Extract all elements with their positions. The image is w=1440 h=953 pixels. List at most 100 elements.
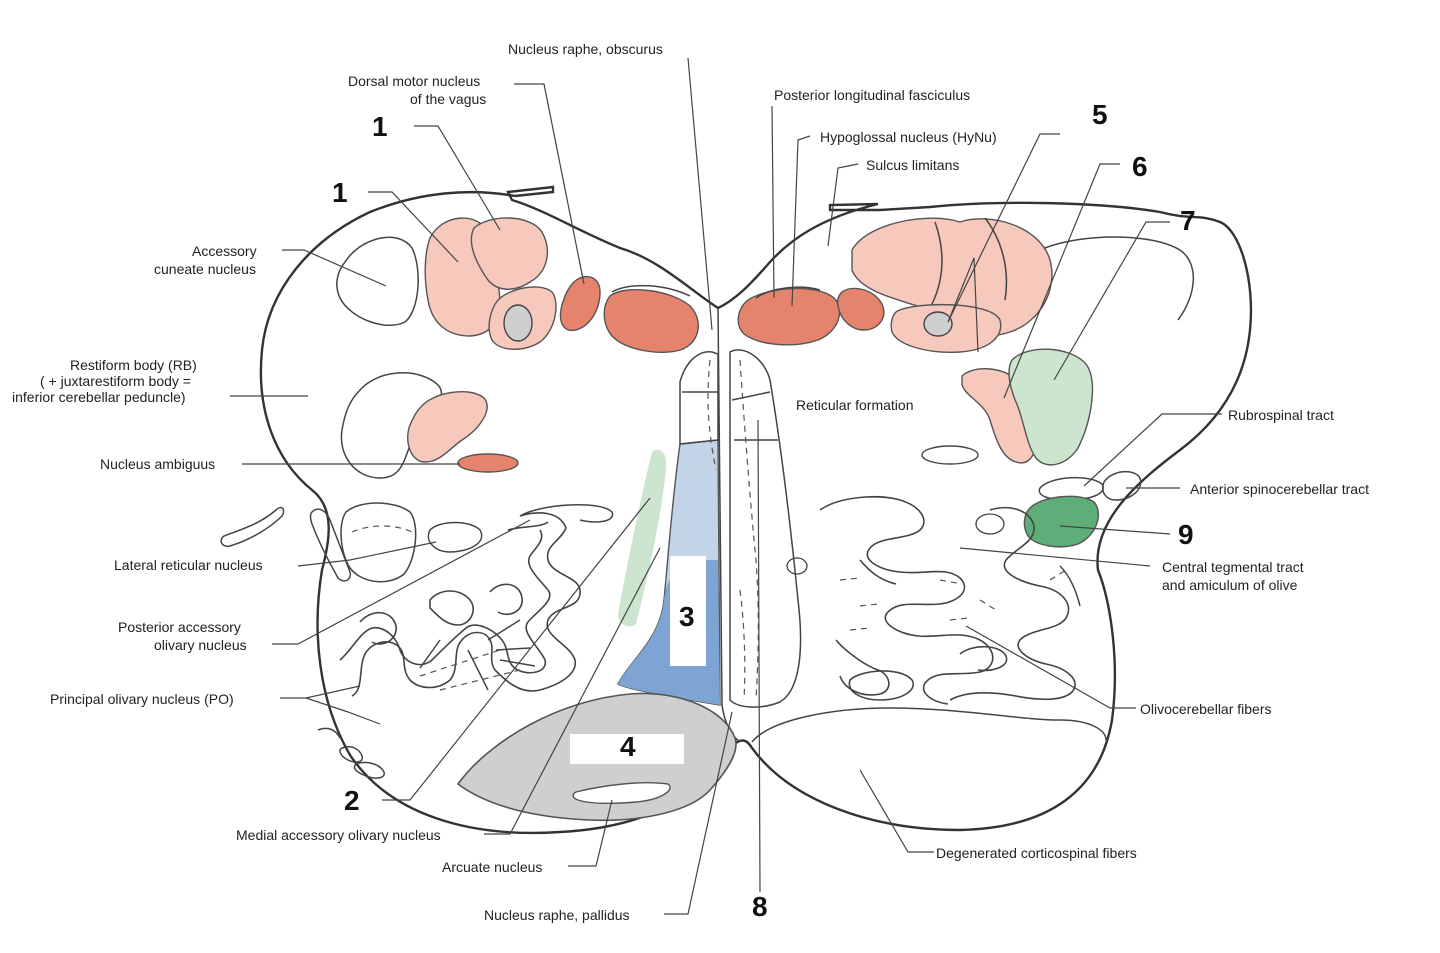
label-reticular-formation: Reticular formation	[796, 397, 914, 413]
solitary-tract-left	[503, 304, 533, 342]
medial-lemniscus-right	[729, 349, 802, 708]
posterior-longitudinal-fasciculus-left	[611, 284, 691, 297]
leader-dorsal-motor	[514, 83, 585, 285]
left-external-fibre-4	[353, 761, 385, 779]
restiform-body-right	[1044, 236, 1194, 321]
principal-olivary-nucleus-left-loop-2	[359, 611, 397, 645]
leader-arcuate	[568, 799, 613, 867]
label-accessory-cuneate-2: cuneate nucleus	[154, 261, 256, 277]
leader-1b	[368, 191, 459, 263]
right-olive-loop-2	[959, 645, 1008, 672]
marker-9: 9	[1178, 519, 1194, 550]
label-degenerated-corticospinal: Degenerated corticospinal fibers	[936, 845, 1137, 861]
principal-olivary-nucleus-right-2	[949, 506, 1076, 701]
left-external-fibre-2	[317, 727, 341, 739]
cuneate-nucleus-right-division-2	[984, 217, 1008, 301]
right-small-oval	[975, 513, 1005, 535]
label-anterior-spinocerebellar: Anterior spinocerebellar tract	[1190, 481, 1369, 497]
olivary-nucleus-left-upper	[507, 521, 549, 531]
spinal-trigeminal-nucleus	[407, 391, 488, 463]
label-nucleus-ambiguus: Nucleus ambiguus	[100, 456, 215, 472]
label-arcuate: Arcuate nucleus	[442, 859, 542, 875]
nucleus-ambiguus	[457, 453, 519, 473]
label-olivocerebellar: Olivocerebellar fibers	[1140, 701, 1272, 717]
left-small-tract	[309, 508, 352, 582]
leader-1a	[414, 125, 501, 231]
left-external-fibre-3	[339, 745, 364, 763]
right-amiculum-line	[1059, 565, 1081, 607]
left-external-fibre-1	[220, 506, 285, 548]
label-posterior-accessory-2: olivary nucleus	[154, 637, 247, 653]
leader-principal-olivary-1	[280, 685, 361, 699]
olivocerebellar-fibres-left	[419, 649, 521, 691]
leader-6	[1003, 163, 1120, 399]
arcuate-nucleus-left	[572, 782, 671, 805]
anterior-spinocerebellar-dark-green	[1023, 495, 1099, 548]
posterior-longitudinal-fasciculus-right	[755, 286, 821, 299]
leader-principal-olivary-2	[305, 697, 381, 725]
label-medial-accessory: Medial accessory olivary nucleus	[236, 827, 441, 843]
leader-5	[947, 133, 1060, 323]
rubrospinal-tract	[1038, 476, 1104, 501]
lateral-reticular-nucleus	[427, 521, 483, 553]
pyramid-right	[751, 707, 1107, 743]
leader-medial-accessory	[484, 547, 661, 835]
marker-1b: 1	[332, 177, 348, 208]
leader-central-tegmental	[959, 547, 1151, 567]
leader-rubrospinal	[1083, 413, 1222, 487]
leader-sulcus-limitans	[827, 163, 859, 247]
marker-5: 5	[1092, 99, 1108, 130]
tectospinal-column-left-dash	[707, 359, 717, 471]
posterior-accessory-olivary-left	[519, 504, 614, 523]
leader-2	[382, 497, 651, 801]
label-lateral-reticular: Lateral reticular nucleus	[114, 557, 263, 573]
leader-hypoglossal	[791, 135, 811, 307]
medial-lemniscus-right-dash	[739, 359, 759, 701]
spinocerebellar-tract-light-green	[1008, 348, 1094, 466]
label-box-4	[570, 734, 684, 764]
marker-6: 6	[1132, 151, 1148, 182]
label-nucleus-raphe-pallidus: Nucleus raphe, pallidus	[484, 907, 630, 923]
cuneate-nucleus-right-division	[929, 221, 943, 309]
label-sulcus-limitans: Sulcus limitans	[866, 157, 959, 173]
leader-accessory-cuneate	[282, 249, 387, 287]
anterior-spinocerebellar-tract	[1102, 470, 1142, 501]
principal-olivary-nucleus-right-3	[835, 559, 897, 696]
tectospinal-column-left	[679, 351, 719, 445]
leader-posterior-accessory	[272, 519, 531, 645]
marker-3: 3	[679, 601, 695, 632]
solitary-tract-right	[923, 311, 953, 337]
label-dorsal-motor-2: of the vagus	[410, 91, 486, 107]
leader-raphe-obscurus	[687, 57, 713, 331]
principal-olivary-nucleus-left-inner	[339, 529, 551, 674]
label-posterior-longitudinal: Posterior longitudinal fasciculus	[774, 87, 970, 103]
right-small-oval-2	[786, 557, 808, 575]
left-lower-column-dash	[739, 589, 746, 701]
leader-9	[1059, 525, 1171, 535]
label-posterior-accessory-1: Posterior accessory	[118, 619, 241, 635]
leader-5b	[947, 257, 979, 353]
label-restiform-1: Restiform body (RB)	[70, 357, 197, 373]
leader-olivocerebellar	[965, 625, 1136, 709]
dorsal-motor-nucleus-vagus	[559, 275, 601, 332]
leader-lateral-reticular	[297, 541, 437, 567]
label-restiform-3: inferior cerebellar peduncle)	[12, 389, 186, 405]
hypoglossal-nucleus-right	[737, 287, 841, 346]
medulla-outline	[259, 185, 1253, 835]
label-nucleus-raphe-obscurus: Nucleus raphe, obscurus	[508, 41, 663, 57]
label-central-tegmental-1: Central tegmental tract	[1162, 559, 1304, 575]
marker-2: 2	[344, 785, 360, 816]
right-bottom-olive-loop	[848, 670, 915, 701]
label-central-tegmental-2: and amiculum of olive	[1162, 577, 1298, 593]
left-outer-nucleus	[340, 502, 417, 583]
principal-olivary-nucleus-left-loop-3	[489, 583, 523, 616]
principal-olivary-nucleus-right	[819, 496, 994, 705]
medial-lemniscus-right-divider	[731, 391, 771, 401]
accessory-cuneate-nucleus	[336, 236, 419, 327]
left-fibre-lines	[419, 619, 536, 691]
leader-8	[757, 419, 761, 893]
light-green-stripe-left	[618, 449, 667, 627]
leader-posterior-longitudinal	[771, 105, 775, 299]
